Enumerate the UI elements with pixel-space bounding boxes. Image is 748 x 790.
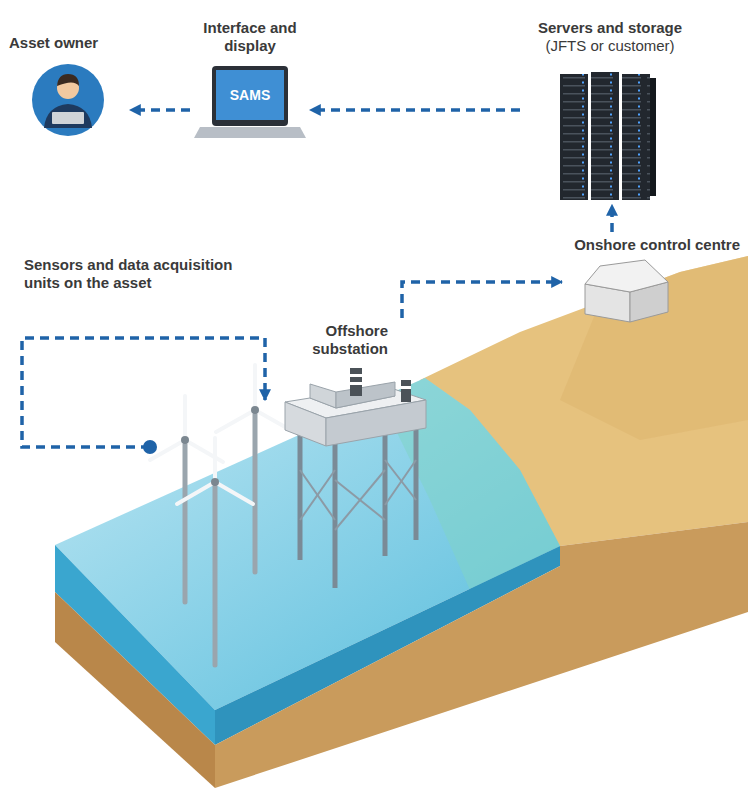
owner-icon (32, 64, 104, 136)
node-label: Servers and storage (524, 19, 696, 37)
node-label: Sensors and data acquisition units on th… (24, 256, 251, 292)
data-flow-arrow (130, 108, 190, 112)
server-group: Servers and storage(JFTS or customer) (520, 15, 700, 205)
sand-front-face (55, 592, 215, 788)
sand-hill-shade (560, 256, 748, 440)
sensor-loop (22, 338, 265, 454)
laptop-icon (194, 66, 306, 138)
interface-group: Interface and displaySAMS (190, 15, 310, 140)
data-flow-arrow (610, 205, 614, 232)
wind-turbines (150, 365, 294, 665)
control-building (585, 260, 668, 322)
server-racks (560, 72, 656, 200)
sand-side-face (215, 522, 748, 788)
substation-label-box: Offshore substation (296, 318, 422, 362)
data-flow-arrow (402, 282, 562, 318)
node-label: (JFTS or customer) (524, 37, 696, 55)
node-label: Asset owner (9, 34, 126, 52)
control-centre-group: Onshore control centre (562, 232, 744, 324)
data-flow-arrow (310, 108, 520, 112)
owner-group: Asset owner (5, 30, 130, 140)
sensor-label-box: Sensors and data acquisition units on th… (20, 252, 255, 302)
node-label: Interface and display (194, 19, 306, 55)
node-label: Onshore control centre (566, 236, 740, 254)
screen-label: SAMS (194, 86, 306, 104)
node-label: Offshore substation (300, 322, 388, 358)
offshore-substation (285, 368, 426, 588)
